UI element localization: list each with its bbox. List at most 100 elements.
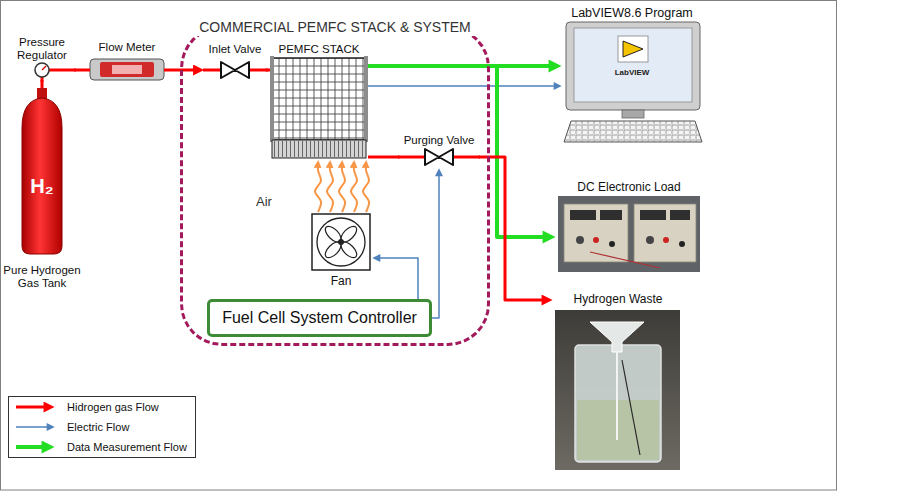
fan-drawing (338, 224, 359, 245)
air-flow (315, 163, 321, 212)
stack-drawing (270, 56, 368, 158)
computer-picture (564, 121, 702, 142)
flow-meter-device (90, 59, 164, 80)
labview-computer: LabVIEW8.6 ProgramLabVIEW (562, 4, 702, 142)
hydrogen-pipe (74, 69, 90, 72)
system-boundary: COMMERCIAL PEMFC STACK & SYSTEMInlet Val… (180, 26, 490, 346)
controller-box: Fuel Cell System Controller (207, 299, 432, 337)
part-label: PEMFC STACK (279, 42, 360, 56)
electric-wire (368, 86, 559, 87)
part-label: Pressure Regulator (10, 36, 74, 62)
purging-valve-symbol (398, 149, 480, 165)
legend-samples (16, 426, 52, 428)
air-flow (363, 163, 369, 212)
hydrogen-pipe (368, 156, 400, 159)
part-label: Flow Meter (99, 40, 156, 54)
electronic-load: DC Electronic Load (556, 178, 702, 274)
electronic-load-photo (558, 196, 700, 272)
legend-samples (16, 407, 52, 447)
pressure-gauge (35, 63, 76, 82)
waste-beaker-photo (555, 310, 680, 470)
fan-drawing (338, 239, 344, 245)
inlet-valve-symbol (203, 62, 268, 78)
waste-beaker-photo (616, 352, 618, 440)
fan-drawing (312, 214, 370, 270)
electronic-load-photo (670, 210, 690, 220)
stack-drawing (272, 58, 366, 140)
computer-picture (574, 28, 692, 102)
electronic-load-photo (558, 196, 700, 272)
part-label: Purging Valve (404, 134, 475, 147)
stack-drawing (364, 56, 368, 142)
purging-valve-symbol (398, 156, 425, 159)
electronic-load-photo (600, 210, 622, 220)
controller-label: Fuel Cell System Controller (222, 308, 417, 328)
hydrogen-tank-body (22, 88, 62, 254)
data-line (368, 66, 550, 237)
electric-wire (368, 85, 559, 87)
part-label: LabVIEW8.6 Program (571, 6, 693, 21)
air-flow (351, 163, 357, 212)
fuel-cell-stack: PEMFC STACK (270, 40, 368, 160)
hydrogen-waste: Hydrogen Waste (553, 290, 683, 472)
waste-beaker-photo (575, 345, 661, 462)
computer-picture (623, 41, 643, 57)
legend-entry: Data Measurement Flow (67, 437, 187, 457)
region-title: COMMERCIAL PEMFC STACK & SYSTEM (193, 18, 476, 36)
part-label: Pure Hydrogen Gas Tank (1, 264, 83, 290)
purging-valve-symbol (425, 149, 453, 165)
hydrogen-tank: H₂ Pure Hydrogen Gas Tank (1, 88, 83, 294)
electric-wire (375, 258, 418, 299)
part-label: Hydrogen Waste (574, 292, 663, 306)
legend-entry: Electric Flow (67, 417, 187, 437)
flow-meter-device (90, 59, 164, 80)
label-holder: Air (256, 192, 272, 210)
inlet-valve-symbol (203, 69, 221, 72)
purging-valve-symbol (453, 156, 480, 159)
pressure-gauge (35, 63, 49, 77)
hydrogen-pipe (41, 80, 44, 88)
fan-drawing (323, 224, 344, 245)
waste-beaker-photo (622, 360, 640, 455)
electric-wire (432, 171, 439, 318)
fan-drawing (323, 239, 344, 260)
flow-meter-device (100, 62, 154, 77)
electric-wire (432, 171, 439, 318)
computer-picture (564, 22, 702, 142)
inlet-valve-symbol (221, 62, 249, 78)
waste-beaker-photo (555, 310, 680, 470)
air-flow (315, 163, 369, 212)
hydrogen-pipe (42, 80, 43, 88)
fan-drawing (312, 214, 370, 270)
gas-formula: H₂ (30, 174, 53, 198)
part-label: Fan (331, 274, 352, 288)
electronic-load-photo (679, 241, 685, 247)
legend-samples (16, 445, 49, 449)
legend-box: Hidrogen gas FlowElectric FlowData Measu… (8, 396, 196, 458)
electronic-load-photo (646, 236, 654, 244)
electronic-load-photo (663, 237, 669, 243)
connector-group (42, 66, 559, 318)
hydrogen-pipe (74, 70, 90, 71)
electronic-load-photo (609, 241, 615, 247)
purging-valve: Purging Valve (400, 132, 479, 168)
air-flow (339, 163, 345, 212)
flow-meter: Flow Meter (90, 38, 164, 80)
electronic-load-photo (570, 210, 596, 220)
electronic-load-photo (593, 237, 599, 243)
legend-text: Electric Flow (67, 421, 129, 433)
fan-drawing (317, 218, 365, 266)
pressure-gauge (42, 66, 46, 70)
waste-beaker-photo (590, 322, 644, 352)
electronic-load-photo (634, 204, 696, 262)
part-label: Inlet Valve (209, 42, 262, 56)
pressure-gauge (49, 69, 76, 72)
cooling-fan: Fan (310, 212, 372, 292)
stack-drawing (274, 141, 364, 157)
computer-picture (618, 36, 648, 62)
legend-entry: Hidrogen gas Flow (67, 397, 187, 417)
computer-picture (622, 110, 644, 118)
